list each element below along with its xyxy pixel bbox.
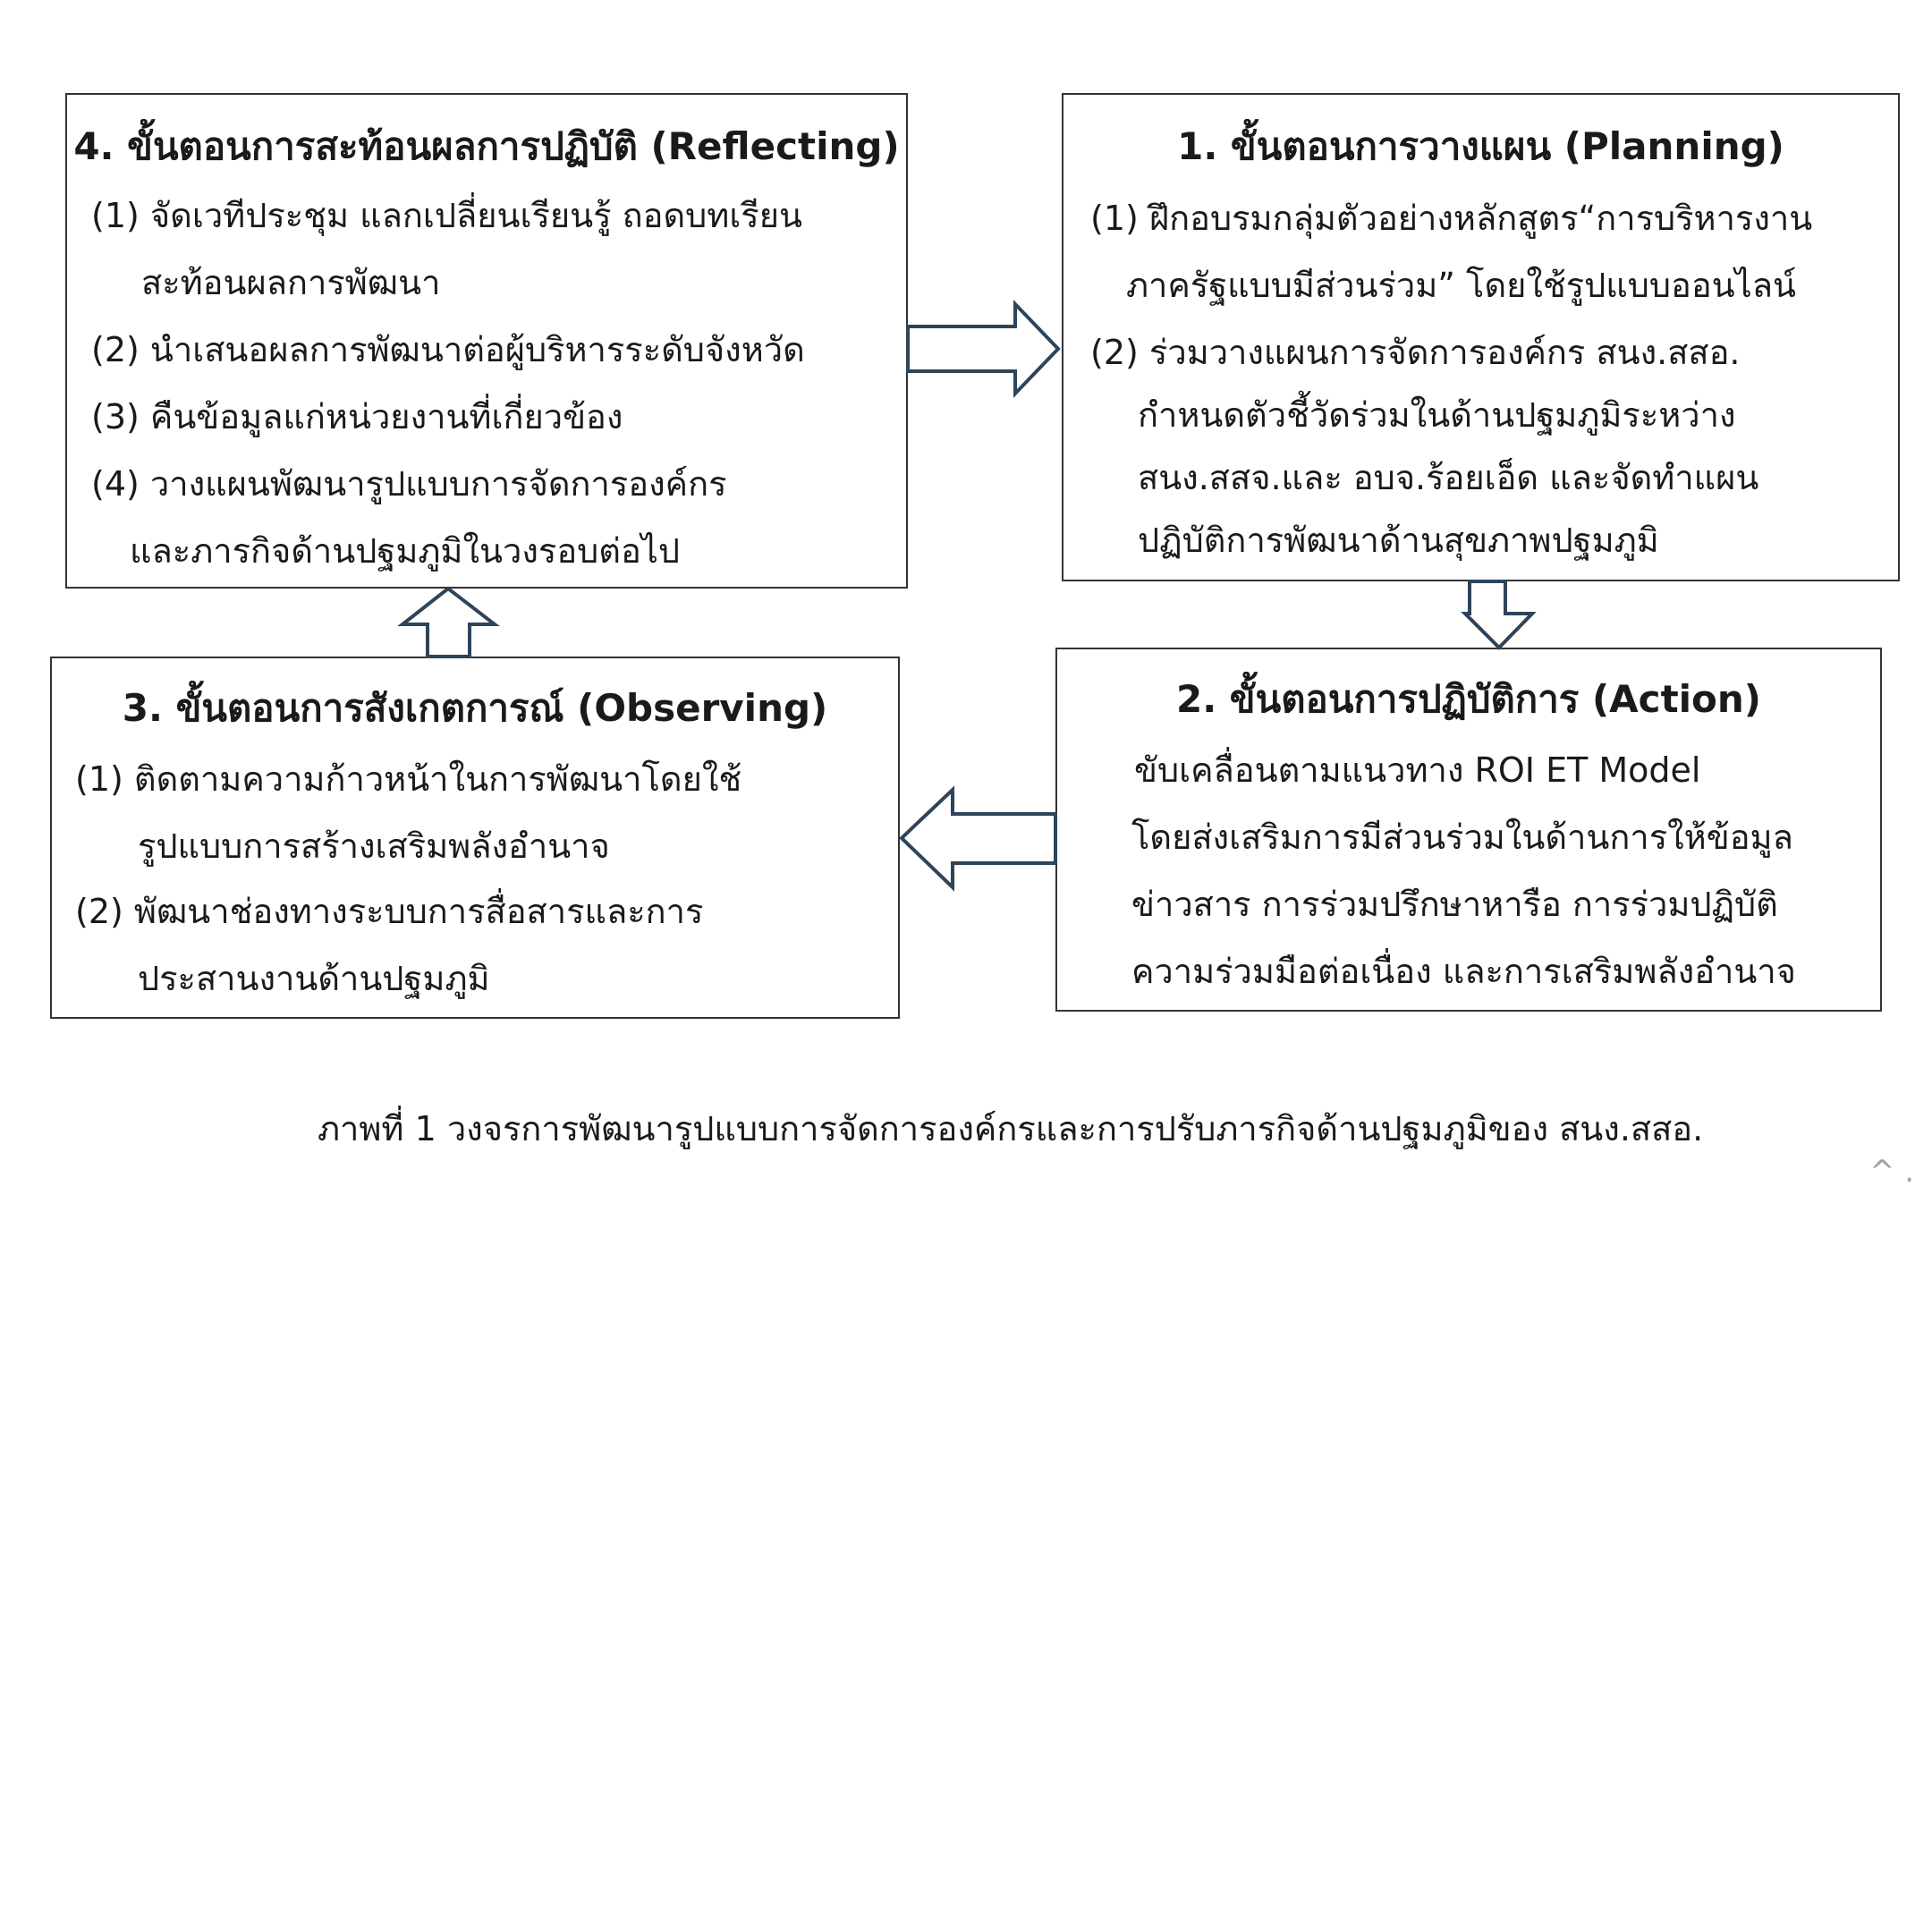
action-title: 2. ขั้นตอนการปฏิบัติการ (Action) [1175,677,1761,721]
planning-line-1: (1) ฝึกอบรมกลุ่มตัวอย่างหลักสูตร“การบริห… [1090,199,1813,238]
reflecting-line-2: สะท้อนผลการพัฒนา [141,263,441,302]
reflecting-line-4: (3) คืนข้อมูลแก่หน่วยงานที่เกี่ยวข้อง [91,397,623,436]
reflecting-title: 4. ขั้นตอนการสะท้อนผลการปฏิบัติ (Reflect… [73,124,900,168]
observing-line-3: (2) พัฒนาช่องทางระบบการสื่อสารและการ [75,892,704,931]
planning-line-4: กำหนดตัวชี้วัดร่วมในด้านปฐมภูมิระหว่าง [1138,395,1736,435]
action-line-3: ข่าวสาร การร่วมปรึกษาหารือ การร่วมปฏิบัต… [1131,885,1778,924]
page-mark: ^ . [1869,1154,1915,1190]
planning-line-6: ปฏิบัติการพัฒนาด้านสุขภาพปฐมภูมิ [1138,521,1659,560]
observing-box: 3. ขั้นตอนการสังเกตการณ์ (Observing) (1)… [50,657,900,1019]
reflecting-line-1: (1) จัดเวทีประชุม แลกเปลี่ยนเรียนรู้ ถอด… [91,196,802,235]
planning-line-3: (2) ร่วมวางแผนการจัดการองค์กร สนง.สสอ. [1090,333,1741,372]
action-line-1: ขับเคลื่อนตามแนวทาง ROI ET Model [1134,750,1701,790]
observing-line-2: รูปแบบการสร้างเสริมพลังอำนาจ [138,826,610,866]
reflecting-line-5: (4) วางแผนพัฒนารูปแบบการจัดการองค์กร [91,464,727,504]
arrow-reflecting-to-planning [906,300,1061,398]
arrow-planning-to-action [1461,580,1537,650]
reflecting-box: 4. ขั้นตอนการสะท้อนผลการปฏิบัติ (Reflect… [65,93,908,589]
planning-line-5: สนง.สสจ.และ อบจ.ร้อยเอ็ด และจัดทำแผน [1138,458,1759,497]
arrow-action-to-observing [899,785,1057,892]
reflecting-line-3: (2) นำเสนอผลการพัฒนาต่อผู้บริหารระดับจัง… [91,330,805,369]
action-line-4: ความร่วมมือต่อเนื่อง และการเสริมพลังอำนา… [1131,952,1796,991]
observing-title: 3. ขั้นตอนการสังเกตการณ์ (Observing) [122,686,828,730]
reflecting-line-6: และภารกิจด้านปฐมภูมิในวงรอบต่อไป [130,531,680,571]
planning-line-2: ภาครัฐแบบมีส่วนร่วม” โดยใช้รูปแบบออนไลน์ [1126,266,1796,305]
observing-line-1: (1) ติดตามความก้าวหน้าในการพัฒนาโดยใช้ [75,759,742,799]
figure-caption: ภาพที่ 1 วงจรการพัฒนารูปแบบการจัดการองค์… [318,1109,1704,1148]
planning-title: 1. ขั้นตอนการวางแผน (Planning) [1177,124,1784,168]
arrow-observing-to-reflecting [397,586,500,658]
planning-box: 1. ขั้นตอนการวางแผน (Planning) (1) ฝึกอบ… [1062,93,1900,581]
action-box: 2. ขั้นตอนการปฏิบัติการ (Action) ขับเคลื… [1055,648,1882,1012]
observing-line-4: ประสานงานด้านปฐมภูมิ [138,959,490,998]
action-line-2: โดยส่งเสริมการมีส่วนร่วมในด้านการให้ข้อม… [1131,818,1793,857]
